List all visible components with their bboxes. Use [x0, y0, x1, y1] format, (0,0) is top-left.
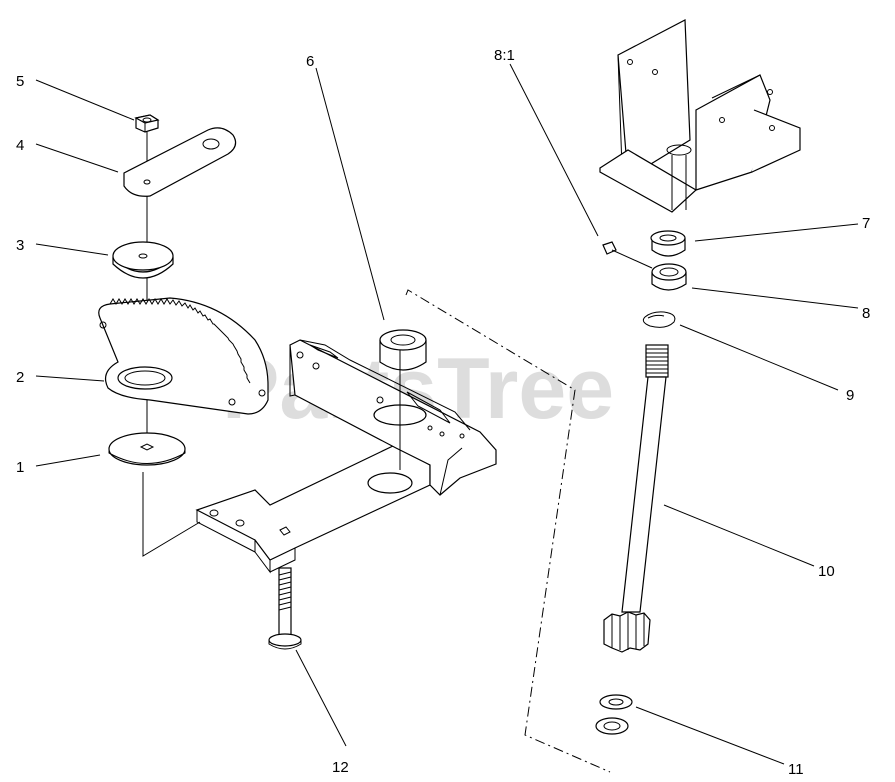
part-6-bushing[interactable]: [379, 329, 427, 371]
callout-4: 4: [16, 137, 24, 154]
part-8-1-grease-fitting[interactable]: [602, 241, 653, 269]
part-1-washer[interactable]: [108, 432, 186, 466]
assembly-guide-line: [405, 289, 611, 773]
leader-lines: [35, 63, 859, 765]
part-5-nut[interactable]: [134, 114, 160, 133]
part-12-bolt[interactable]: [268, 567, 302, 650]
callout-11: 11: [788, 761, 804, 778]
callout-3: 3: [16, 237, 24, 254]
callout-2: 2: [16, 369, 24, 386]
callout-8-1: 8:1: [494, 47, 515, 64]
callout-10: 10: [818, 563, 835, 580]
part-2-gear-sector[interactable]: [98, 297, 269, 415]
callout-5: 5: [16, 73, 24, 90]
part-8-bearing[interactable]: [651, 263, 687, 291]
part-4-plate[interactable]: [123, 127, 237, 197]
callout-1: 1: [16, 459, 24, 476]
callout-6: 6: [306, 53, 314, 70]
part-3-spacer[interactable]: [112, 241, 174, 279]
callout-9: 9: [846, 387, 854, 404]
callout-12: 12: [332, 759, 349, 776]
callout-8: 8: [862, 305, 870, 322]
part-11-washers[interactable]: [595, 694, 633, 735]
callout-labels: 5 4 3 2 1 6 8:1 7 8 9 10 11 12: [16, 47, 870, 778]
part-9-retaining-ring[interactable]: [642, 311, 676, 328]
steering-bracket[interactable]: [195, 339, 497, 574]
part-10-steering-shaft[interactable]: [603, 344, 669, 653]
callout-7: 7: [862, 215, 870, 232]
frame-bracket[interactable]: [599, 19, 801, 213]
part-7-flange-bushing[interactable]: [650, 230, 686, 257]
